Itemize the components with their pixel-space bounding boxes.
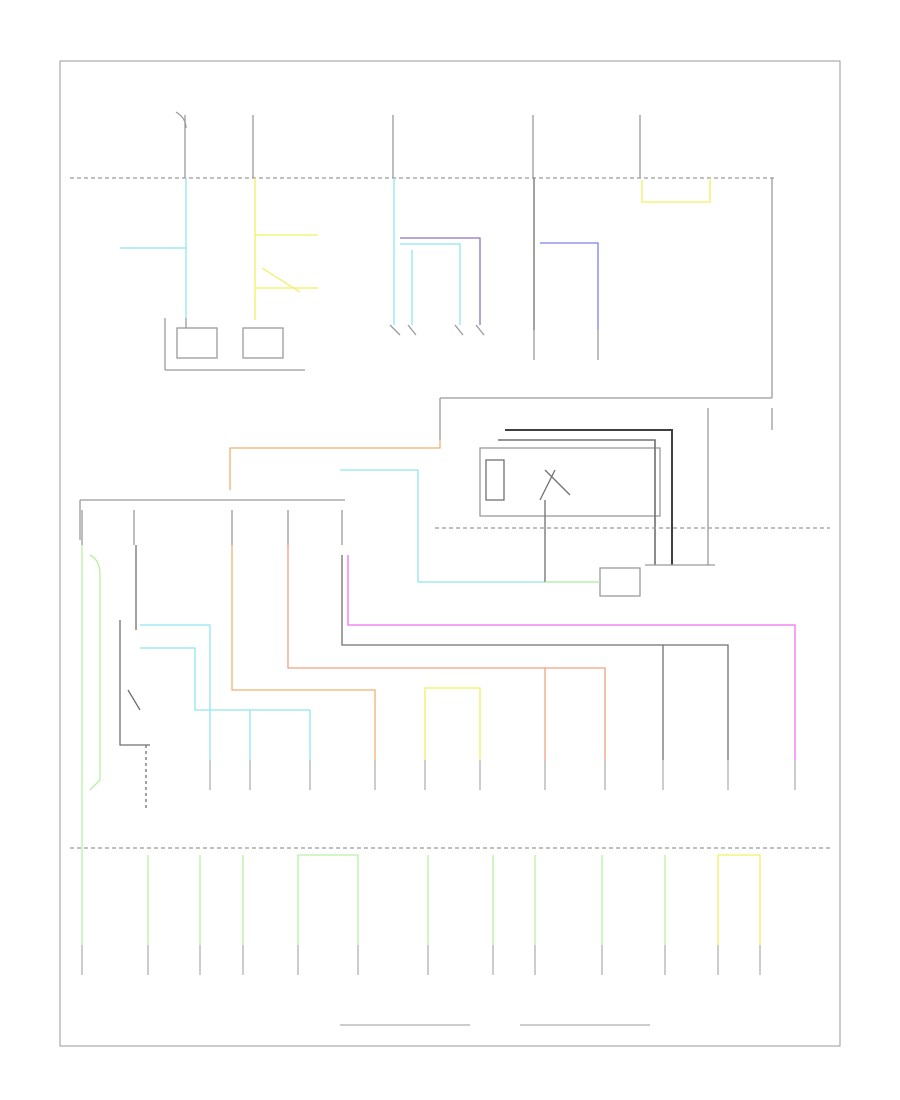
wire-cyan-col3b xyxy=(400,243,461,325)
wire-orange-top xyxy=(229,440,441,490)
wire-yellow-b10 xyxy=(717,854,761,945)
diagram-border xyxy=(59,60,841,1047)
module-box xyxy=(599,567,641,597)
wire-black-relay xyxy=(505,429,673,565)
relay-switch xyxy=(539,469,571,501)
lower-component-row xyxy=(209,760,796,790)
switch-fuse2 xyxy=(119,620,150,746)
middle-section xyxy=(79,398,830,597)
wire-cyan-fuse2b xyxy=(140,647,311,760)
fuse-row xyxy=(81,510,796,945)
wire-yellow-mid xyxy=(424,687,481,760)
bottom-row xyxy=(70,847,830,1026)
col3-connector xyxy=(389,324,485,336)
component-box-1 xyxy=(176,327,218,359)
wire-magenta-fuse5 xyxy=(347,555,796,760)
top-section xyxy=(70,111,775,399)
wire-yellow-diag xyxy=(261,267,301,293)
wire-green-b4 xyxy=(297,854,359,945)
relay-inner xyxy=(485,459,505,501)
component-box-2 xyxy=(242,327,284,359)
wire-purple-col3 xyxy=(400,237,481,325)
bottom-ground-stubs xyxy=(81,945,761,975)
relay-outer xyxy=(479,447,661,517)
top-hook xyxy=(175,111,187,129)
wire-cyan-fuse2a xyxy=(140,624,211,760)
wire-salmon-fuse4 xyxy=(287,545,606,760)
wire-gray-fuse5 xyxy=(341,555,729,760)
wire-cyan-mid xyxy=(340,469,600,583)
wire-green-fuse1b xyxy=(89,554,101,791)
wire-orange-fuse3 xyxy=(231,545,376,760)
wire-blue-col4 xyxy=(540,242,599,330)
wire-yellow-col5 xyxy=(641,178,711,203)
wire-gray-relay xyxy=(498,439,656,565)
